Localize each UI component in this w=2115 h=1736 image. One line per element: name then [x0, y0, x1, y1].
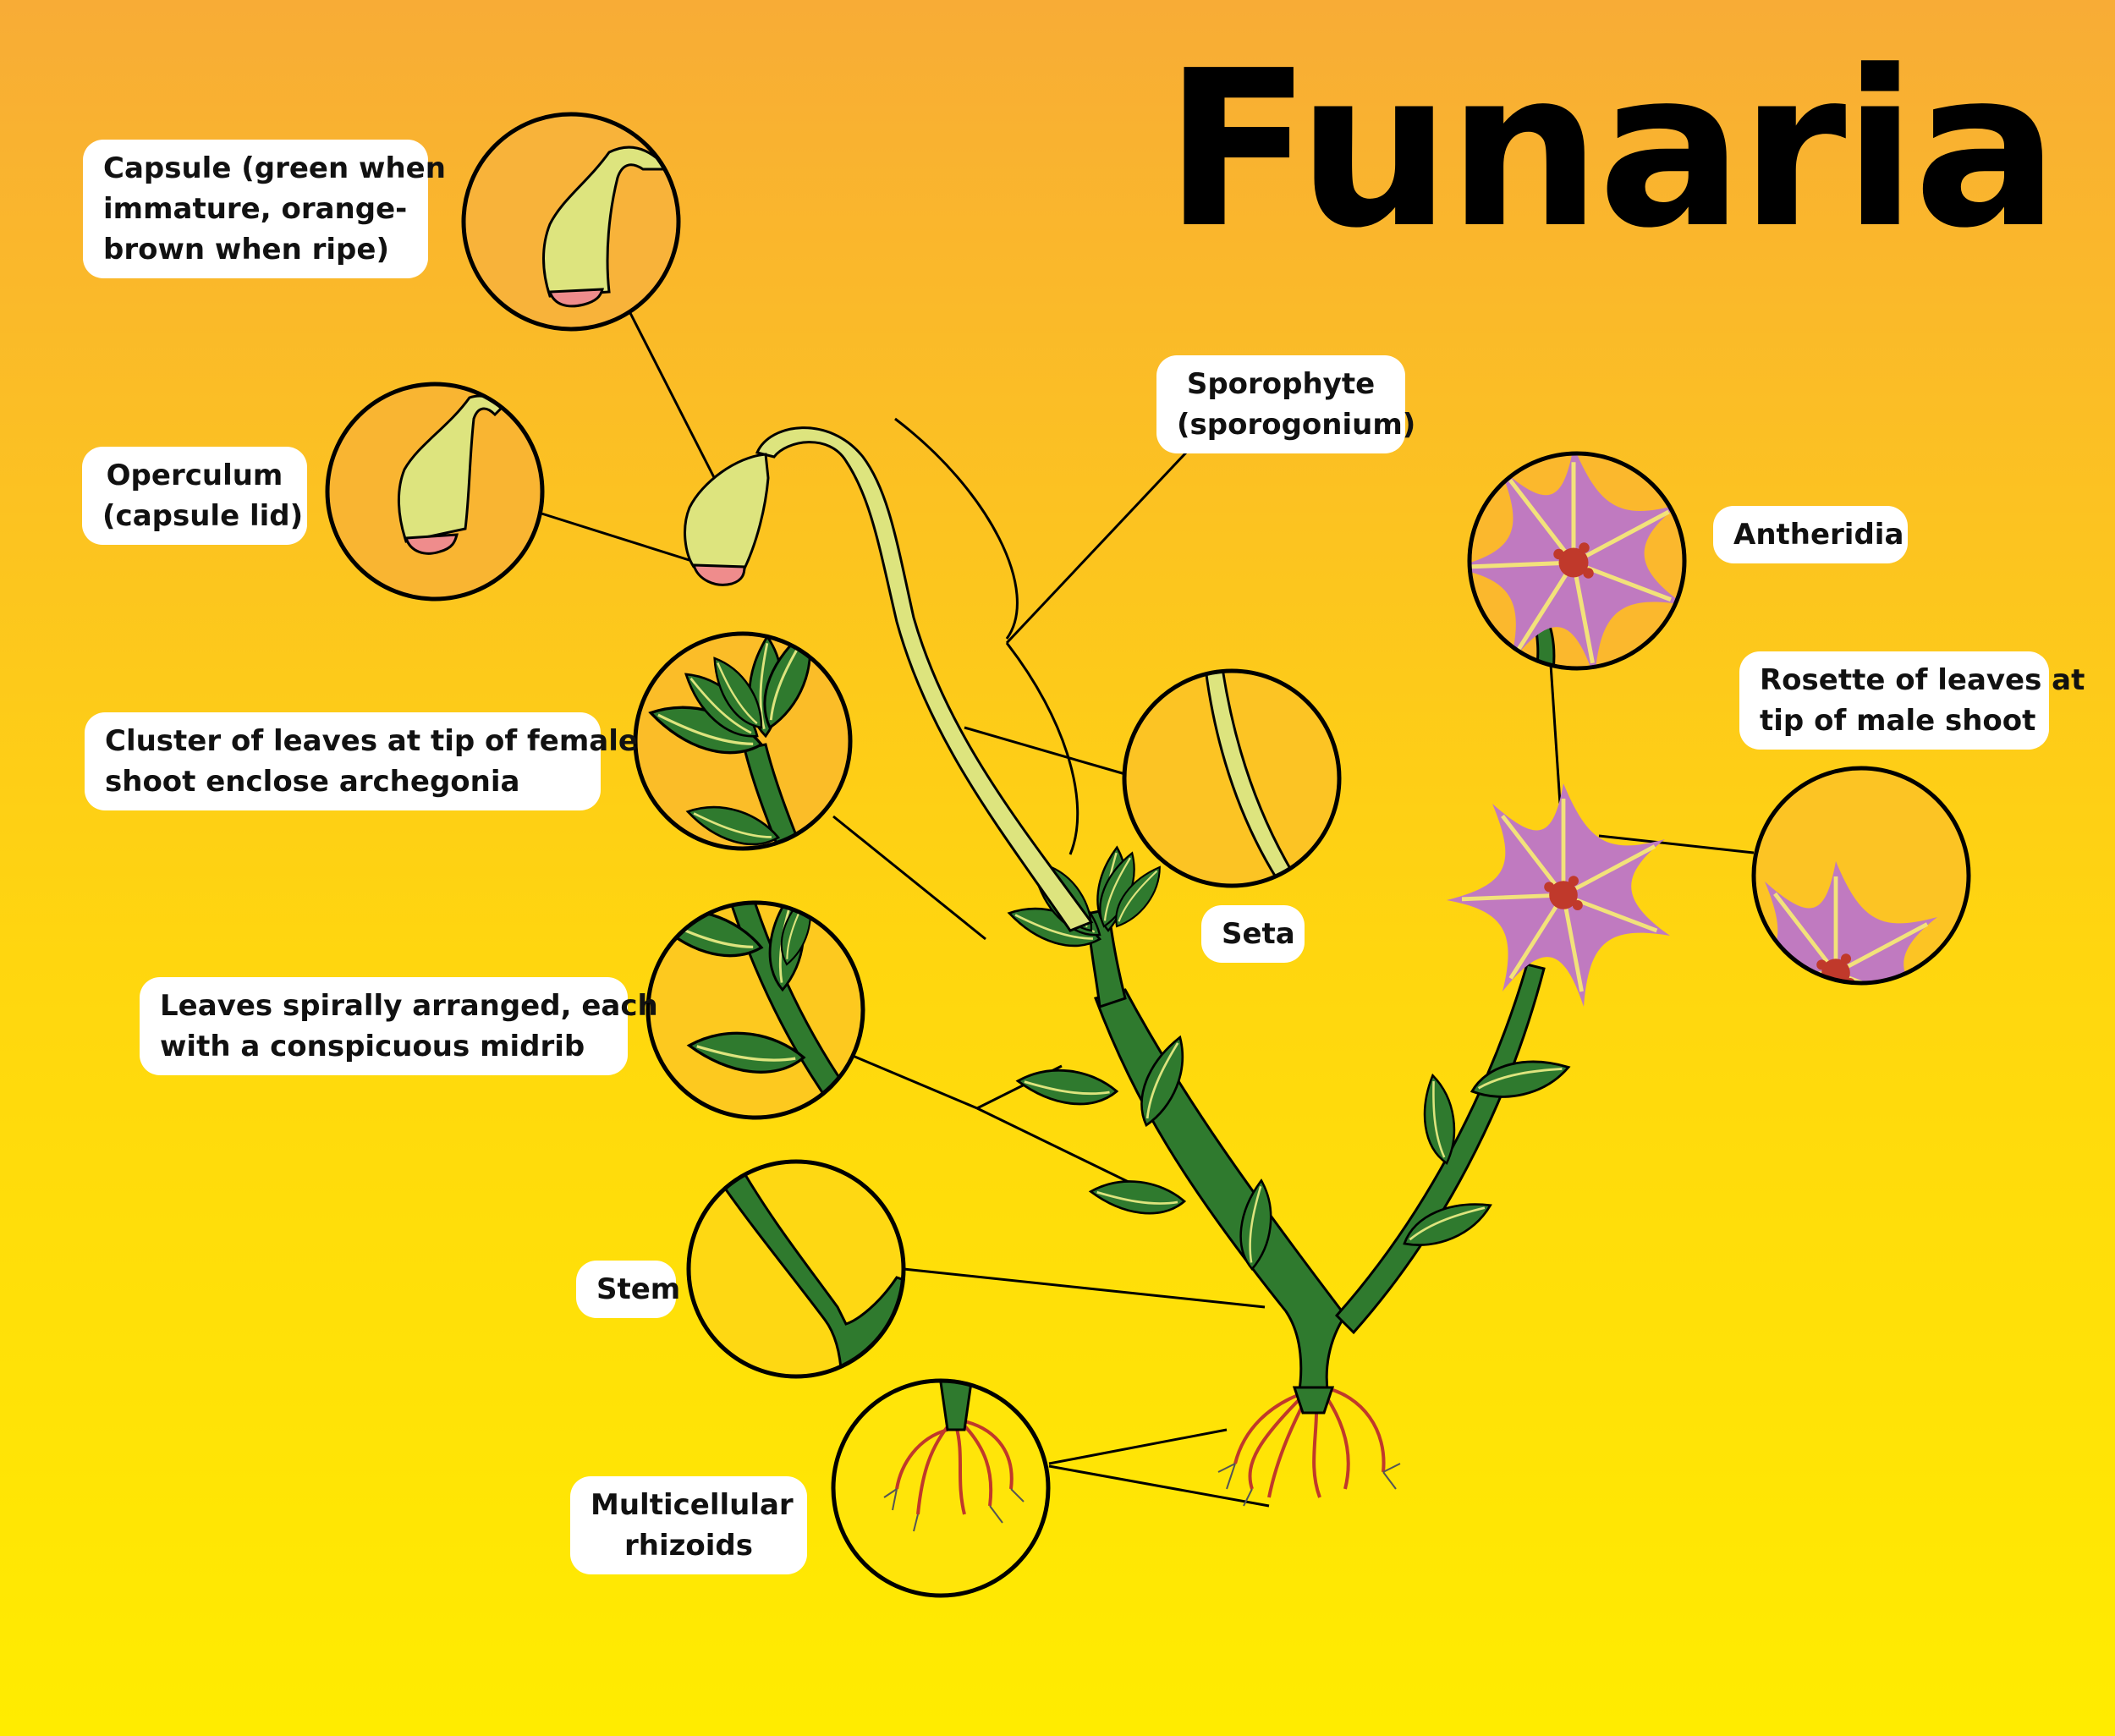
label-line: Sporophyte — [1186, 367, 1376, 401]
label-operculum: Operculum (capsule lid) — [82, 447, 307, 545]
label-line: Capsule (green when — [103, 151, 446, 185]
operculum-circle — [325, 382, 545, 602]
label-line: Rosette of leaves at — [1760, 663, 2085, 697]
label-leaves: Leaves spirally arranged, each with a co… — [140, 977, 658, 1075]
label-line: Multicellular — [591, 1488, 794, 1522]
label-line: brown when ripe) — [103, 233, 389, 266]
label-rosette: Rosette of leaves at tip of male shoot — [1739, 651, 2085, 750]
label-line: tip of male shoot — [1760, 704, 2036, 738]
label-line: (capsule lid) — [102, 499, 304, 533]
stem-circle — [686, 1159, 906, 1379]
cluster-circle — [633, 631, 853, 851]
label-line: immature, orange- — [103, 192, 408, 226]
label-line: with a conspicuous midrib — [160, 1030, 585, 1063]
label-seta: Seta — [1201, 905, 1305, 963]
page-title: Funaria — [1164, 25, 2059, 276]
rhizoids-circle — [831, 1378, 1051, 1598]
label-line: Cluster of leaves at tip of female — [105, 724, 638, 758]
label-capsule: Capsule (green when immature, orange- br… — [83, 140, 446, 278]
label-line: Operculum — [106, 459, 283, 492]
seta-circle — [1122, 668, 1342, 888]
label-line: Seta — [1222, 917, 1295, 951]
capsule-circle — [461, 112, 681, 332]
label-line: shoot enclose archegonia — [105, 765, 520, 799]
label-line: (sporogonium) — [1177, 408, 1416, 442]
label-line: Leaves spirally arranged, each — [160, 989, 658, 1023]
label-stem: Stem — [576, 1261, 681, 1318]
leaves-circle — [645, 900, 865, 1120]
label-line: rhizoids — [624, 1529, 753, 1563]
label-line: Antheridia — [1733, 518, 1904, 552]
label-antheridia: Antheridia — [1713, 506, 1908, 563]
male-shoot — [1334, 783, 1670, 1335]
label-sporophyte: Sporophyte (sporogonium) — [1156, 355, 1416, 453]
label-line: Stem — [596, 1272, 681, 1306]
label-rhizoids: Multicellular rhizoids — [570, 1476, 807, 1574]
leader-lines — [538, 312, 1755, 1508]
label-cluster: Cluster of leaves at tip of female shoot… — [85, 712, 638, 810]
rosette-circle — [1751, 766, 1971, 986]
sporophyte — [684, 426, 1094, 932]
